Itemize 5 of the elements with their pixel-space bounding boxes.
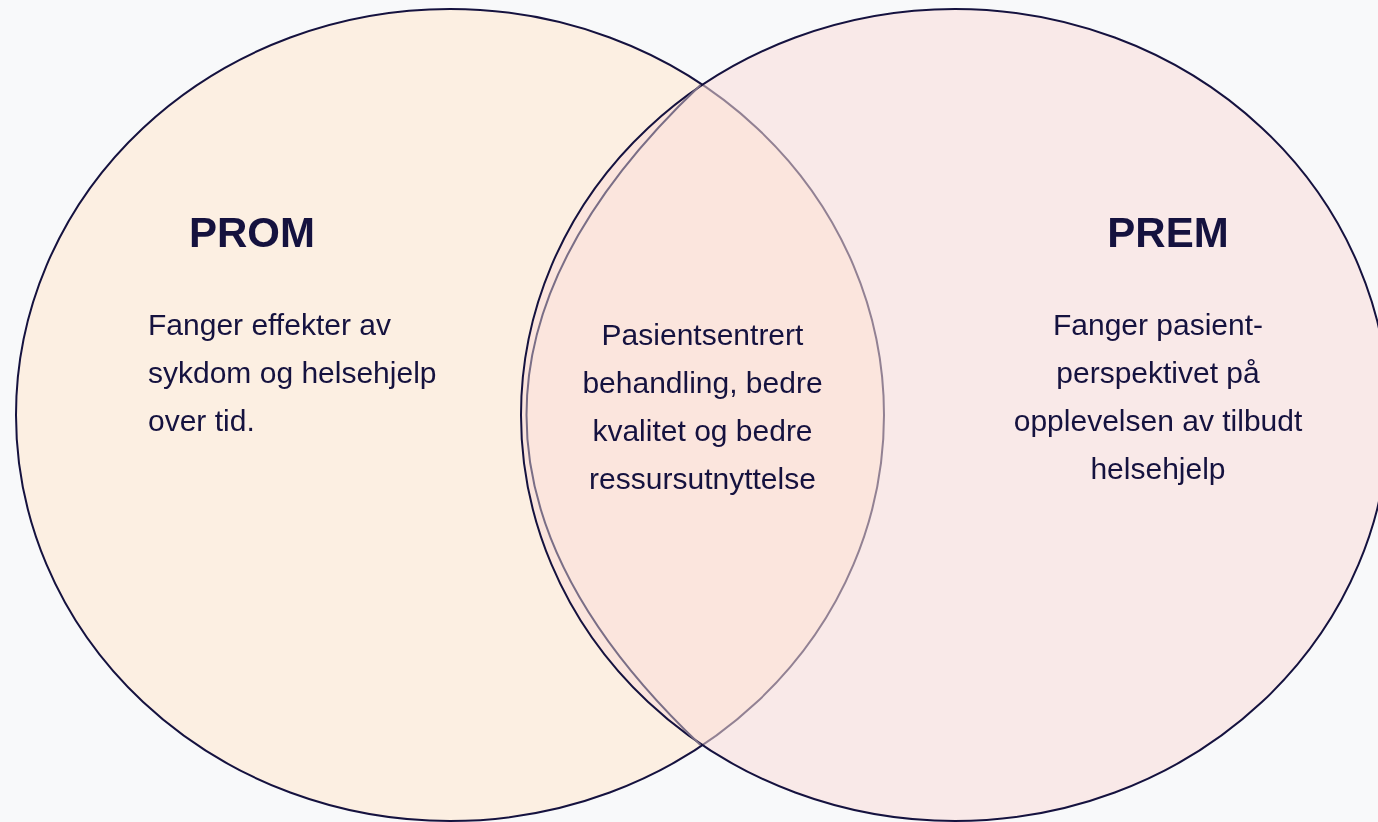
circle-heading: PREM [1106,208,1230,258]
overlap-text: Pasientsentrert behandling, bedre kvalitet og bedre ressursutnyttelse [581,317,824,497]
circle-heading: PROM [188,208,316,258]
circle-text: Fanger pasient- perspektivet på opplevelsen av tilbudt helsehjelp [1012,307,1304,487]
circle-text: Fanger effekter av sykdom og helsehjelp over tid. [148,307,438,439]
